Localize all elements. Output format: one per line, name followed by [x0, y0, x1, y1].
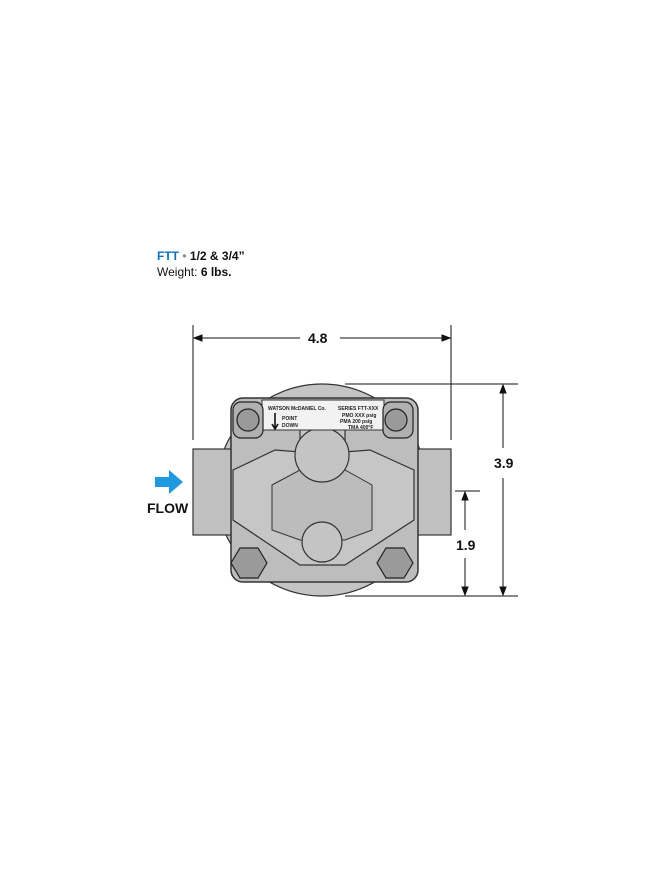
product-title: FTT • 1/2 & 3/4”: [157, 249, 245, 263]
plate-point: POINT: [282, 416, 297, 422]
plate-down: DOWN: [282, 423, 298, 429]
bottom-boss: [301, 521, 343, 563]
plate-pmo: PMO XXX psig: [342, 413, 376, 419]
bolt-br: [376, 547, 414, 579]
center-height-dimension: 1.9: [456, 537, 476, 553]
separator: •: [182, 249, 187, 263]
top-boss: [294, 427, 350, 483]
plate-series: SERIES FTT-XXX: [338, 406, 379, 412]
weight-label: Weight:: [157, 265, 198, 279]
bolt-bl: [230, 547, 268, 579]
plate-maker: WATSON McDANIEL Co.: [268, 406, 326, 412]
weight-value: 6 lbs.: [200, 265, 232, 279]
flow-arrow-icon: [155, 470, 183, 494]
flow-label: FLOW: [147, 500, 189, 516]
plate-pma: PMA 200 psig: [340, 419, 372, 425]
width-dimension: 4.8: [308, 330, 328, 346]
point-down-arrow-icon: [271, 413, 279, 431]
inlet-stub: [192, 448, 236, 536]
plate-tma: TMA 400°F: [348, 425, 373, 431]
model-name: FTT: [157, 249, 179, 263]
bolt-tl: [236, 408, 260, 432]
weight-line: Weight: 6 lbs.: [157, 265, 232, 279]
dimension-lines: [192, 325, 518, 597]
sizes: 1/2 & 3/4”: [189, 249, 245, 263]
nameplate: [261, 399, 385, 431]
height-dimension: 3.9: [494, 455, 514, 471]
bolt-tr: [384, 408, 408, 432]
